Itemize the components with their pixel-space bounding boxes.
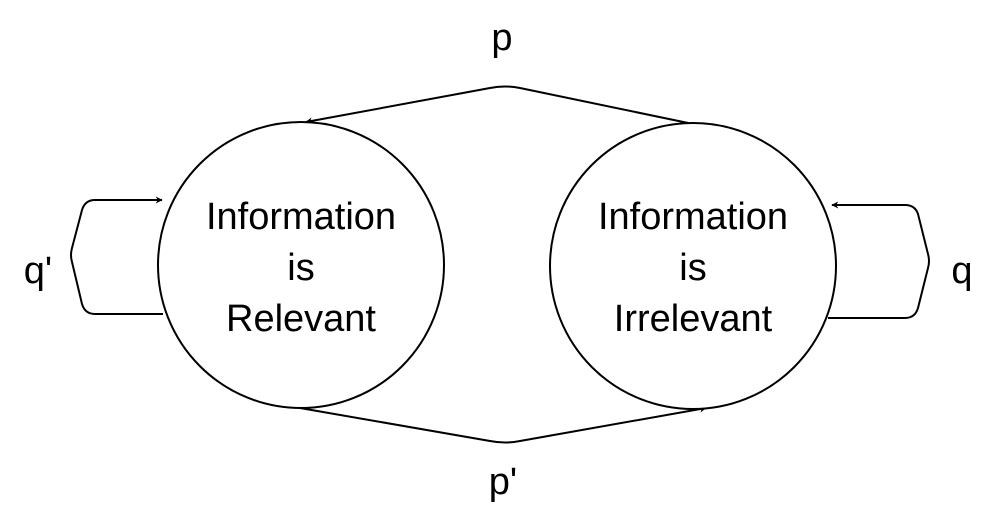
state-node-relevant: Information is Relevant — [157, 121, 445, 409]
state-circle-irrelevant — [549, 122, 837, 410]
transition-edge-irrelevant-to-relevant — [305, 85, 694, 125]
self-loop-edge-irrelevant — [828, 201, 930, 319]
state-circle-relevant — [157, 121, 445, 409]
state-label-irrelevant-line-2: is — [679, 247, 706, 289]
state-label-irrelevant-line-3: Irrelevant — [614, 298, 773, 340]
transition-label-p: p — [491, 17, 512, 59]
self-loop-label-q-prime: q' — [24, 250, 52, 292]
state-label-relevant-line-2: is — [287, 247, 314, 289]
transition-label-p-prime: p' — [489, 461, 517, 503]
self-loop-label-q: q — [951, 250, 972, 292]
transition-edge-relevant-to-irrelevant — [299, 405, 707, 444]
state-node-irrelevant: Information is Irrelevant — [549, 122, 837, 410]
state-label-irrelevant-line-1: Information — [598, 196, 788, 238]
self-loop-edge-relevant — [70, 196, 163, 315]
state-label-relevant-line-3: Relevant — [226, 298, 376, 340]
state-label-relevant-line-1: Information — [206, 196, 396, 238]
